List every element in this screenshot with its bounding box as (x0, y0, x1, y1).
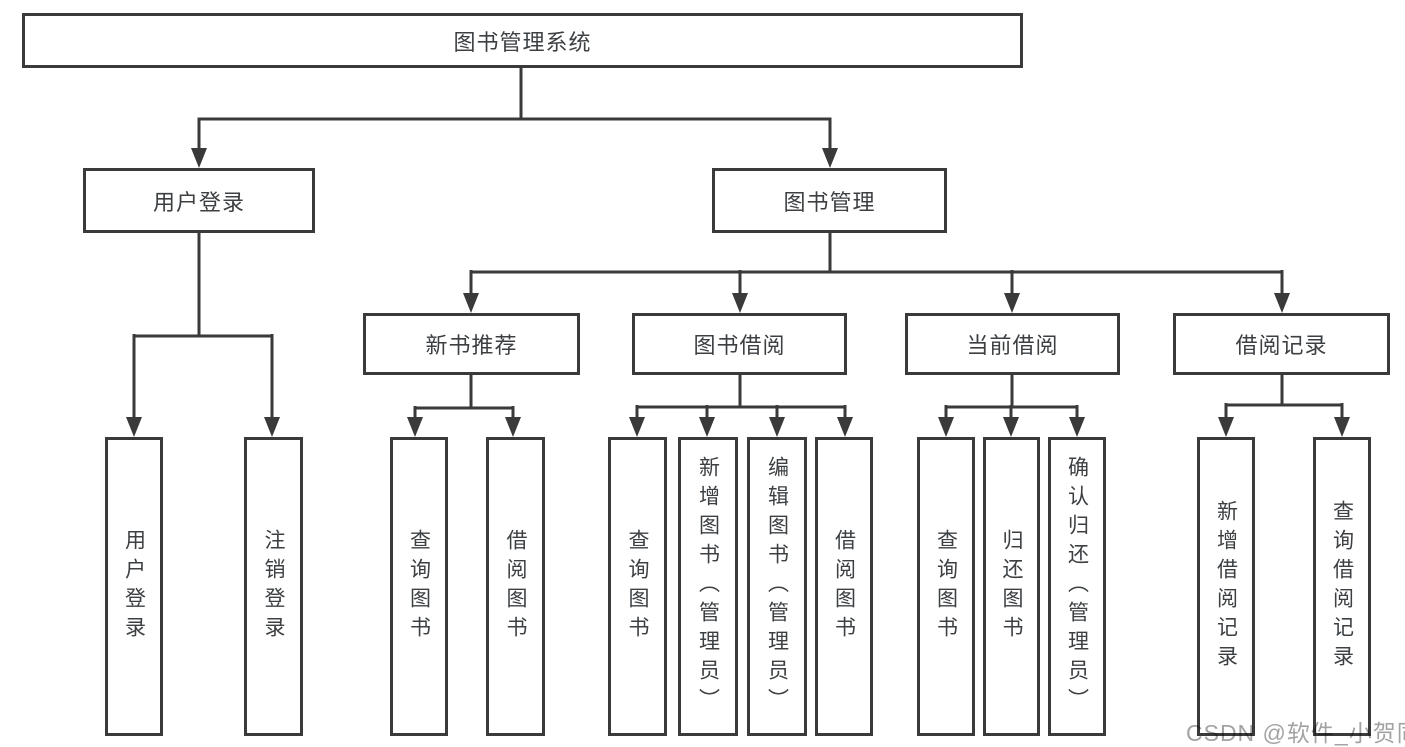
arrow-down-icon (1003, 417, 1019, 437)
node-book-borrow-label: 图书借阅 (693, 333, 786, 358)
leaf-return-books-label: 归还图书 (1000, 528, 1023, 645)
leaf-query-books-current: 查询图书 (917, 437, 975, 736)
arrow-down-icon (126, 417, 142, 437)
leaf-query-books-borrow: 查询图书 (608, 437, 667, 736)
arrow-down-icon (822, 148, 838, 168)
leaf-query-books-current-label: 查询图书 (934, 528, 958, 645)
leaf-borrow-books: 借阅图书 (815, 437, 873, 736)
arrow-down-icon (264, 417, 280, 437)
leaf-user-login-label: 用户登录 (122, 528, 146, 645)
connector-lines (132, 68, 1344, 419)
node-new-book-recommend: 新书推荐 (363, 313, 580, 375)
leaf-add-book-admin: 新增图书（管理员） (678, 437, 738, 736)
arrow-down-icon (463, 293, 479, 313)
leaf-user-login: 用户登录 (105, 437, 163, 736)
node-book-borrow: 图书借阅 (632, 313, 847, 375)
node-user-login-label: 用户登录 (152, 189, 245, 215)
node-new-book-recommend-label: 新书推荐 (425, 333, 518, 358)
node-borrow-records: 借阅记录 (1173, 313, 1390, 375)
arrow-down-icon (407, 417, 423, 437)
leaf-edit-book-admin: 编辑图书（管理员） (747, 437, 807, 736)
arrow-down-icon (938, 417, 954, 437)
leaf-query-books-recommend-label: 查询图书 (407, 528, 431, 645)
leaf-query-borrow-record-label: 查询借阅记录 (1330, 499, 1354, 674)
leaf-logout-label: 注销登录 (262, 528, 285, 645)
arrow-down-icon (1274, 293, 1290, 313)
arrow-down-icon (699, 417, 715, 437)
arrow-down-icon (1004, 293, 1020, 313)
leaf-confirm-return-admin-label: 确认归还（管理员） (1065, 456, 1089, 717)
leaf-borrow-books-recommend-label: 借阅图书 (504, 528, 527, 645)
node-book-management-label: 图书管理 (783, 189, 876, 215)
node-root-label: 图书管理系统 (453, 29, 592, 55)
arrow-down-icon (191, 148, 207, 168)
leaf-query-books-recommend: 查询图书 (390, 437, 448, 736)
arrow-down-icon (837, 417, 853, 437)
node-borrow-records-label: 借阅记录 (1235, 333, 1328, 358)
leaf-add-borrow-record: 新增借阅记录 (1197, 437, 1255, 736)
arrow-down-icon (732, 293, 748, 313)
leaf-edit-book-admin-label: 编辑图书（管理员） (765, 456, 789, 717)
node-current-borrow-label: 当前借阅 (966, 333, 1059, 358)
leaf-add-borrow-record-label: 新增借阅记录 (1214, 499, 1238, 674)
leaf-query-books-borrow-label: 查询图书 (626, 528, 649, 645)
node-current-borrow: 当前借阅 (905, 313, 1120, 375)
arrow-down-icon (1334, 417, 1350, 437)
leaf-add-book-admin-label: 新增图书（管理员） (696, 456, 720, 717)
leaf-logout: 注销登录 (244, 437, 303, 736)
arrow-down-icon (1069, 417, 1085, 437)
node-user-login: 用户登录 (83, 168, 315, 233)
arrow-down-icon (1218, 417, 1234, 437)
node-root: 图书管理系统 (22, 13, 1023, 68)
node-book-management: 图书管理 (712, 168, 947, 233)
arrow-down-icon (629, 417, 645, 437)
leaf-confirm-return-admin: 确认归还（管理员） (1048, 437, 1106, 736)
csdn-watermark: CSDN @软件_小贺同学 (1186, 720, 1405, 746)
leaf-borrow-books-label: 借阅图书 (832, 528, 856, 645)
arrow-down-icon (505, 417, 521, 437)
leaf-return-books: 归还图书 (983, 437, 1040, 736)
leaf-query-borrow-record: 查询借阅记录 (1313, 437, 1371, 736)
arrow-down-icon (769, 417, 785, 437)
arrowhead-icons (126, 148, 1350, 437)
leaf-borrow-books-recommend: 借阅图书 (486, 437, 545, 736)
